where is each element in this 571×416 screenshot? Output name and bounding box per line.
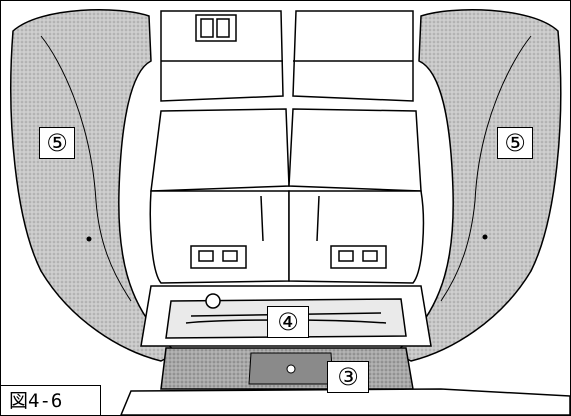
rear-seat-backs xyxy=(160,10,414,102)
callout-floor-box: ④ xyxy=(267,306,309,338)
callout-sill-plate: ③ xyxy=(327,361,369,393)
callout-left-panel: ⑤ xyxy=(39,127,75,159)
left-trim-panel xyxy=(10,9,178,362)
folded-seats xyxy=(149,108,425,284)
callout-right-panel: ⑤ xyxy=(497,127,533,159)
rear-bumper xyxy=(120,388,570,415)
right-trim-panel xyxy=(394,9,562,362)
rear-sill xyxy=(160,347,414,390)
figure-label: 図4-6 xyxy=(1,385,101,415)
